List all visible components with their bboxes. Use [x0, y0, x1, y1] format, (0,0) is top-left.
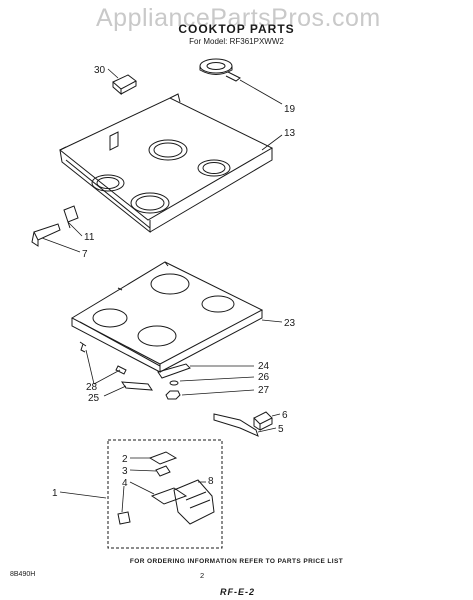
callout-3: 3 — [122, 466, 128, 477]
part-7-clip — [31, 223, 61, 247]
part-30-block — [112, 74, 137, 96]
part-11-bracket — [63, 205, 79, 229]
diagram-code: 8B490H — [10, 571, 36, 578]
callout-27: 27 — [258, 385, 270, 396]
callout-2: 2 — [122, 454, 128, 465]
part-6-terminal — [253, 411, 273, 431]
leader-lines — [41, 68, 283, 513]
callout-1: 1 — [52, 488, 58, 499]
callout-8: 8 — [208, 476, 214, 487]
callout-4: 4 — [122, 478, 128, 489]
watermark: AppliancePartsPros.com — [96, 4, 381, 32]
callout-28: 28 — [86, 382, 98, 393]
callout-13: 13 — [284, 128, 296, 139]
part-28-screw — [79, 341, 127, 375]
callout-5: 5 — [278, 424, 284, 435]
callout-30: 30 — [94, 65, 106, 76]
model-subtitle: For Model: RF361PXWW2 — [189, 37, 284, 46]
part-26-washer — [169, 380, 179, 386]
callout-19: 19 — [284, 104, 296, 115]
part-25-bracket — [121, 381, 153, 391]
callout-24: 24 — [258, 361, 270, 372]
callout-23: 23 — [284, 318, 296, 329]
callout-6: 6 — [282, 410, 288, 421]
part-24-bracket — [157, 363, 191, 379]
page-number: 2 — [200, 571, 205, 580]
part-23-burner-box — [70, 261, 264, 373]
ordering-note: FOR ORDERING INFORMATION REFER TO PARTS … — [129, 558, 344, 565]
part-27-nut — [165, 390, 181, 400]
callout-26: 26 — [258, 372, 270, 383]
callout-7: 7 — [82, 249, 88, 260]
part-5-bracket — [213, 413, 259, 437]
part-1-control-assembly — [107, 439, 223, 549]
part-13-cooktop — [59, 93, 274, 234]
part-19-burner-element — [199, 58, 241, 82]
callout-11: 11 — [84, 232, 95, 243]
handwritten-mark: RF-E-2 — [220, 587, 255, 597]
callout-25: 25 — [88, 393, 100, 404]
diagram-title: COOKTOP PARTS — [178, 22, 295, 36]
callout-labels: 30 19 13 11 7 23 24 26 27 28 25 6 5 1 2 … — [52, 65, 296, 499]
